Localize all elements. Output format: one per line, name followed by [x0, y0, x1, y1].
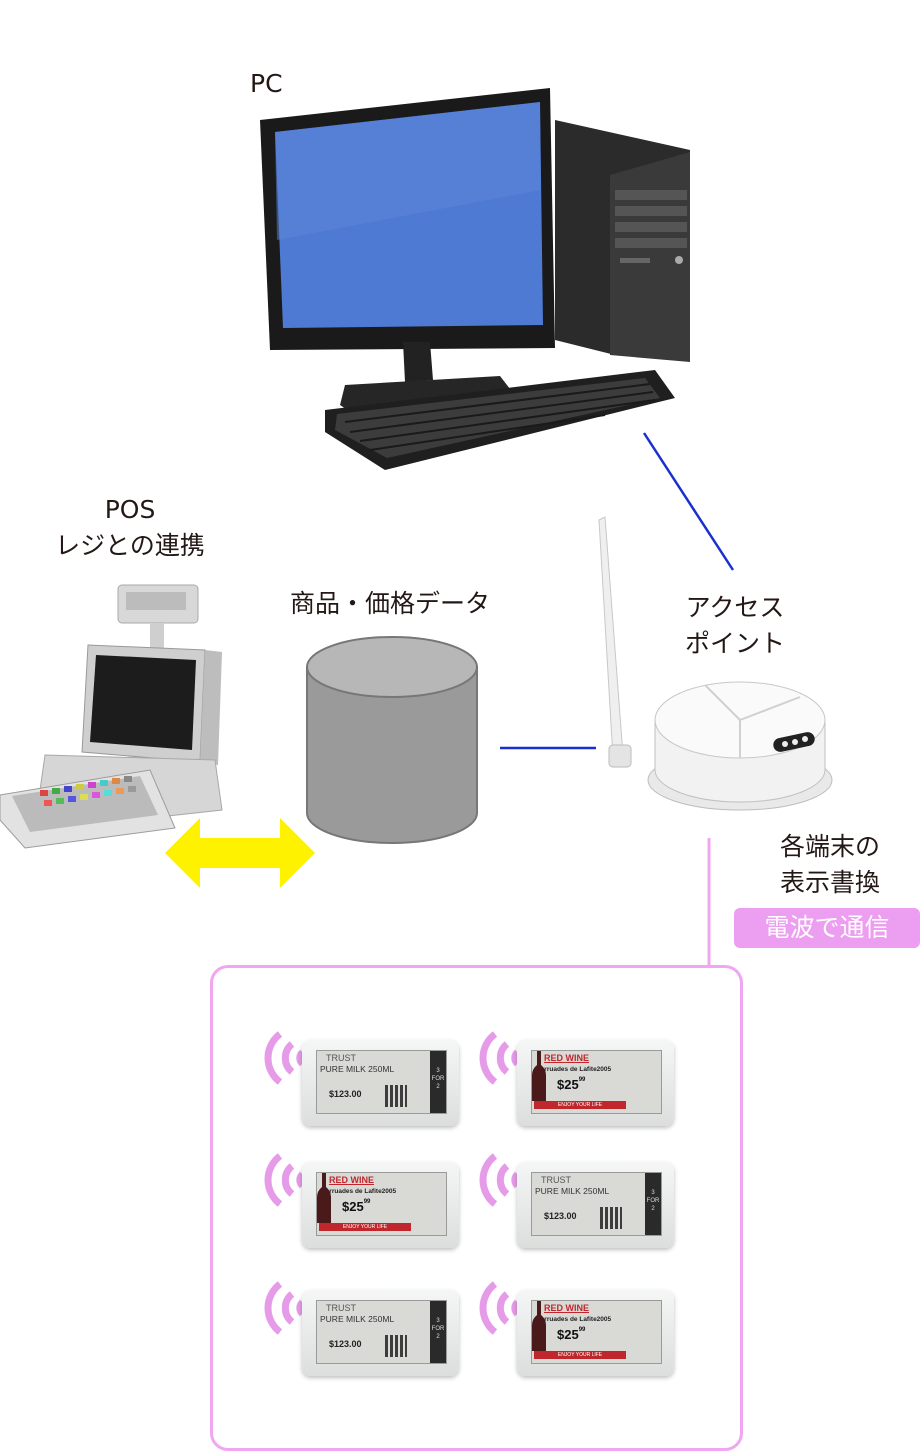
radio-wave-icon: [264, 1031, 305, 1085]
ap-to-labels-line: [707, 838, 711, 966]
pos-data-sync-arrow: [165, 818, 315, 888]
esl-banner: ENJOY YOUR LIFE: [534, 1101, 626, 1109]
qr-code-icon: [385, 1085, 407, 1107]
database-cylinder: [306, 636, 478, 844]
radio-wave-icon: [479, 1031, 520, 1085]
access-point-label-line1: アクセス: [685, 593, 785, 622]
radio-wave-icon: [264, 1281, 305, 1335]
esl-promo: 3 FOR 2: [430, 1301, 446, 1363]
esl-product: PURE MILK 250ML: [535, 1186, 610, 1196]
radio-wave-icon: [479, 1281, 520, 1335]
esl-brand: RED WINE: [544, 1303, 589, 1313]
esl-promo: 3 FOR 2: [430, 1051, 446, 1113]
qr-code-icon: [600, 1207, 622, 1229]
database-label: 商品・価格データ: [289, 589, 490, 618]
access-point-label-line2: ポイント: [684, 629, 785, 658]
esl-price: $123.00: [329, 1089, 362, 1099]
esl-milk-3: TRUST PURE MILK 250ML $123.00 3 FOR 2: [258, 1278, 473, 1393]
radio-wave-icon: [479, 1153, 520, 1207]
wine-bottle-icon: [317, 1173, 331, 1223]
radio-communication-tag: 電波で通信: [734, 908, 920, 948]
access-point-illustration: [598, 516, 833, 811]
pc-illustration: [260, 88, 690, 470]
wine-bottle-icon: [532, 1301, 546, 1351]
esl-product: Carruades de Lafite2005: [321, 1188, 397, 1195]
qr-code-icon: [385, 1335, 407, 1357]
esl-price: $123.00: [329, 1339, 362, 1349]
esl-milk-1: TRUST PURE MILK 250ML $123.00 3 FOR 2: [258, 1028, 473, 1143]
electronic-shelf-labels-panel: [210, 965, 743, 1451]
esl-brand: TRUST: [326, 1303, 356, 1313]
esl-banner: ENJOY YOUR LIFE: [534, 1351, 626, 1359]
esl-brand: RED WINE: [329, 1175, 374, 1185]
esl-wine-3: RED WINE Carruades de Lafite2005 $2599 E…: [473, 1278, 688, 1393]
esl-brand: TRUST: [541, 1175, 571, 1185]
esl-brand: RED WINE: [544, 1053, 589, 1063]
esl-price: $123.00: [544, 1211, 577, 1221]
pc-to-ap-line: [642, 432, 735, 571]
db-to-ap-line: [500, 746, 596, 750]
esl-price: $2599: [557, 1077, 586, 1092]
esl-banner: ENJOY YOUR LIFE: [319, 1223, 411, 1231]
pos-register-illustration: [0, 584, 223, 849]
esl-product: Carruades de Lafite2005: [536, 1066, 612, 1073]
esl-wine-1: RED WINE Carruades de Lafite2005 $2599 E…: [473, 1028, 688, 1143]
esl-milk-2: TRUST PURE MILK 250ML $123.00 3 FOR 2: [473, 1150, 688, 1265]
pos-label-line2: レジとの連携: [55, 531, 205, 560]
pc-label: PC: [250, 69, 283, 98]
display-update-label-line2: 表示書換: [779, 868, 880, 897]
wine-bottle-icon: [532, 1051, 546, 1101]
esl-product: PURE MILK 250ML: [320, 1064, 395, 1074]
esl-price: $2599: [557, 1327, 586, 1342]
display-update-label-line1: 各端末の: [779, 832, 880, 861]
pos-label-line1: POS: [104, 495, 156, 524]
esl-wine-2: RED WINE Carruades de Lafite2005 $2599 E…: [258, 1150, 473, 1265]
radio-wave-icon: [264, 1153, 305, 1207]
esl-promo: 3 FOR 2: [645, 1173, 661, 1235]
esl-brand: TRUST: [326, 1053, 356, 1063]
esl-price: $2599: [342, 1199, 371, 1214]
esl-product: PURE MILK 250ML: [320, 1314, 395, 1324]
esl-product: Carruades de Lafite2005: [536, 1316, 612, 1323]
